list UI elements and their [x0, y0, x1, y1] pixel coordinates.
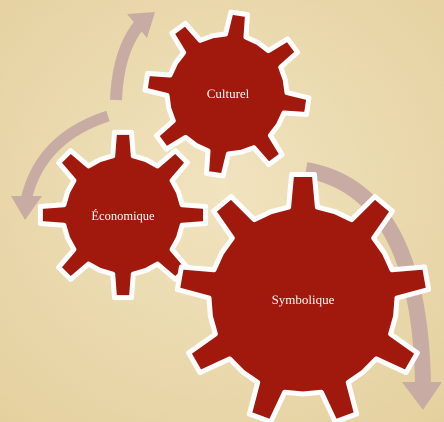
arrowhead-left-icon — [11, 196, 42, 220]
gear-label-symbolique: Symbolique — [272, 292, 335, 307]
arrow-culturel-to-economique — [20, 110, 110, 202]
arrowhead-top-icon — [127, 12, 155, 38]
arrow-symbolique-cycle — [304, 162, 431, 386]
cycle-arrows — [11, 12, 442, 410]
gear-economique-shape — [37, 129, 209, 301]
gear-culturel-shape — [142, 9, 312, 179]
gear-culturel: Culturel — [142, 9, 312, 179]
gear-economique: Économique — [37, 129, 209, 301]
gear-symbolique-shape — [174, 172, 432, 422]
gear-label-economique: Économique — [91, 209, 155, 223]
gear-symbolique: Symbolique — [174, 172, 432, 422]
arrow-economique-to-culturel — [110, 20, 145, 101]
gear-label-culturel: Culturel — [207, 86, 250, 101]
arrowhead-bottom-icon — [402, 382, 442, 410]
